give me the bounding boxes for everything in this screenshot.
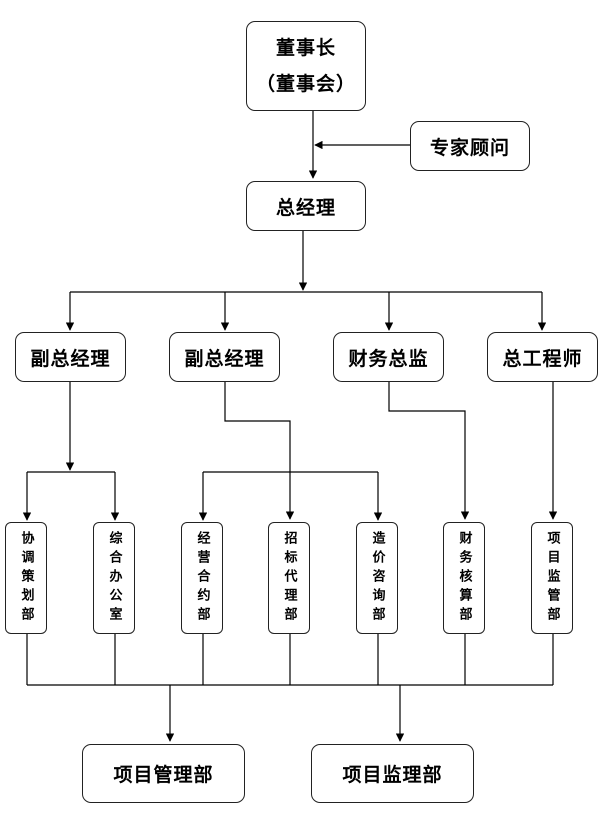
chairman-label: 董事长	[275, 36, 336, 59]
dept-label-bidding: 招标代理部	[281, 530, 297, 626]
cfo-box: 财务总监	[333, 332, 444, 382]
general-manager-box: 总经理	[246, 181, 366, 231]
dept-label-finance: 财务核算部	[456, 530, 472, 626]
vice-gm-label-1: 副总经理	[30, 347, 111, 370]
cfo-label: 财务总监	[348, 347, 429, 370]
dept-label-office: 综合办公室	[106, 530, 122, 626]
vice-gm-box-2: 副总经理	[169, 332, 280, 382]
dept-box-office: 综合办公室	[93, 522, 135, 634]
vice-gm-label-2: 副总经理	[184, 347, 265, 370]
board-label: （董事会）	[255, 73, 356, 95]
dept-label-supervision: 项目监管部	[544, 530, 560, 626]
dept-label-coordination: 协调策划部	[18, 530, 34, 626]
dept-label-costing: 造价咨询部	[369, 530, 385, 626]
dept-box-coordination: 协调策划部	[5, 522, 47, 634]
dept-box-finance: 财务核算部	[443, 522, 485, 634]
dept-box-contracts: 经营合约部	[181, 522, 223, 634]
chief-engineer-label: 总工程师	[502, 347, 583, 370]
vice-gm-box-1: 副总经理	[15, 332, 126, 382]
chief-engineer-box: 总工程师	[487, 332, 598, 382]
dept-box-supervision: 项目监管部	[531, 522, 573, 634]
project-supervision-label: 项目监理部	[342, 764, 443, 786]
advisor-label: 专家顾问	[429, 136, 510, 159]
dept-box-costing: 造价咨询部	[356, 522, 398, 634]
general-manager-label: 总经理	[275, 196, 336, 219]
dept-label-contracts: 经营合约部	[194, 530, 210, 626]
chairman-box: 董事长 （董事会）	[246, 21, 366, 111]
project-supervision-box: 项目监理部	[311, 744, 474, 803]
project-management-label: 项目管理部	[113, 764, 214, 786]
advisor-box: 专家顾问	[410, 121, 530, 171]
project-management-box: 项目管理部	[82, 744, 245, 803]
dept-box-bidding: 招标代理部	[268, 522, 310, 634]
